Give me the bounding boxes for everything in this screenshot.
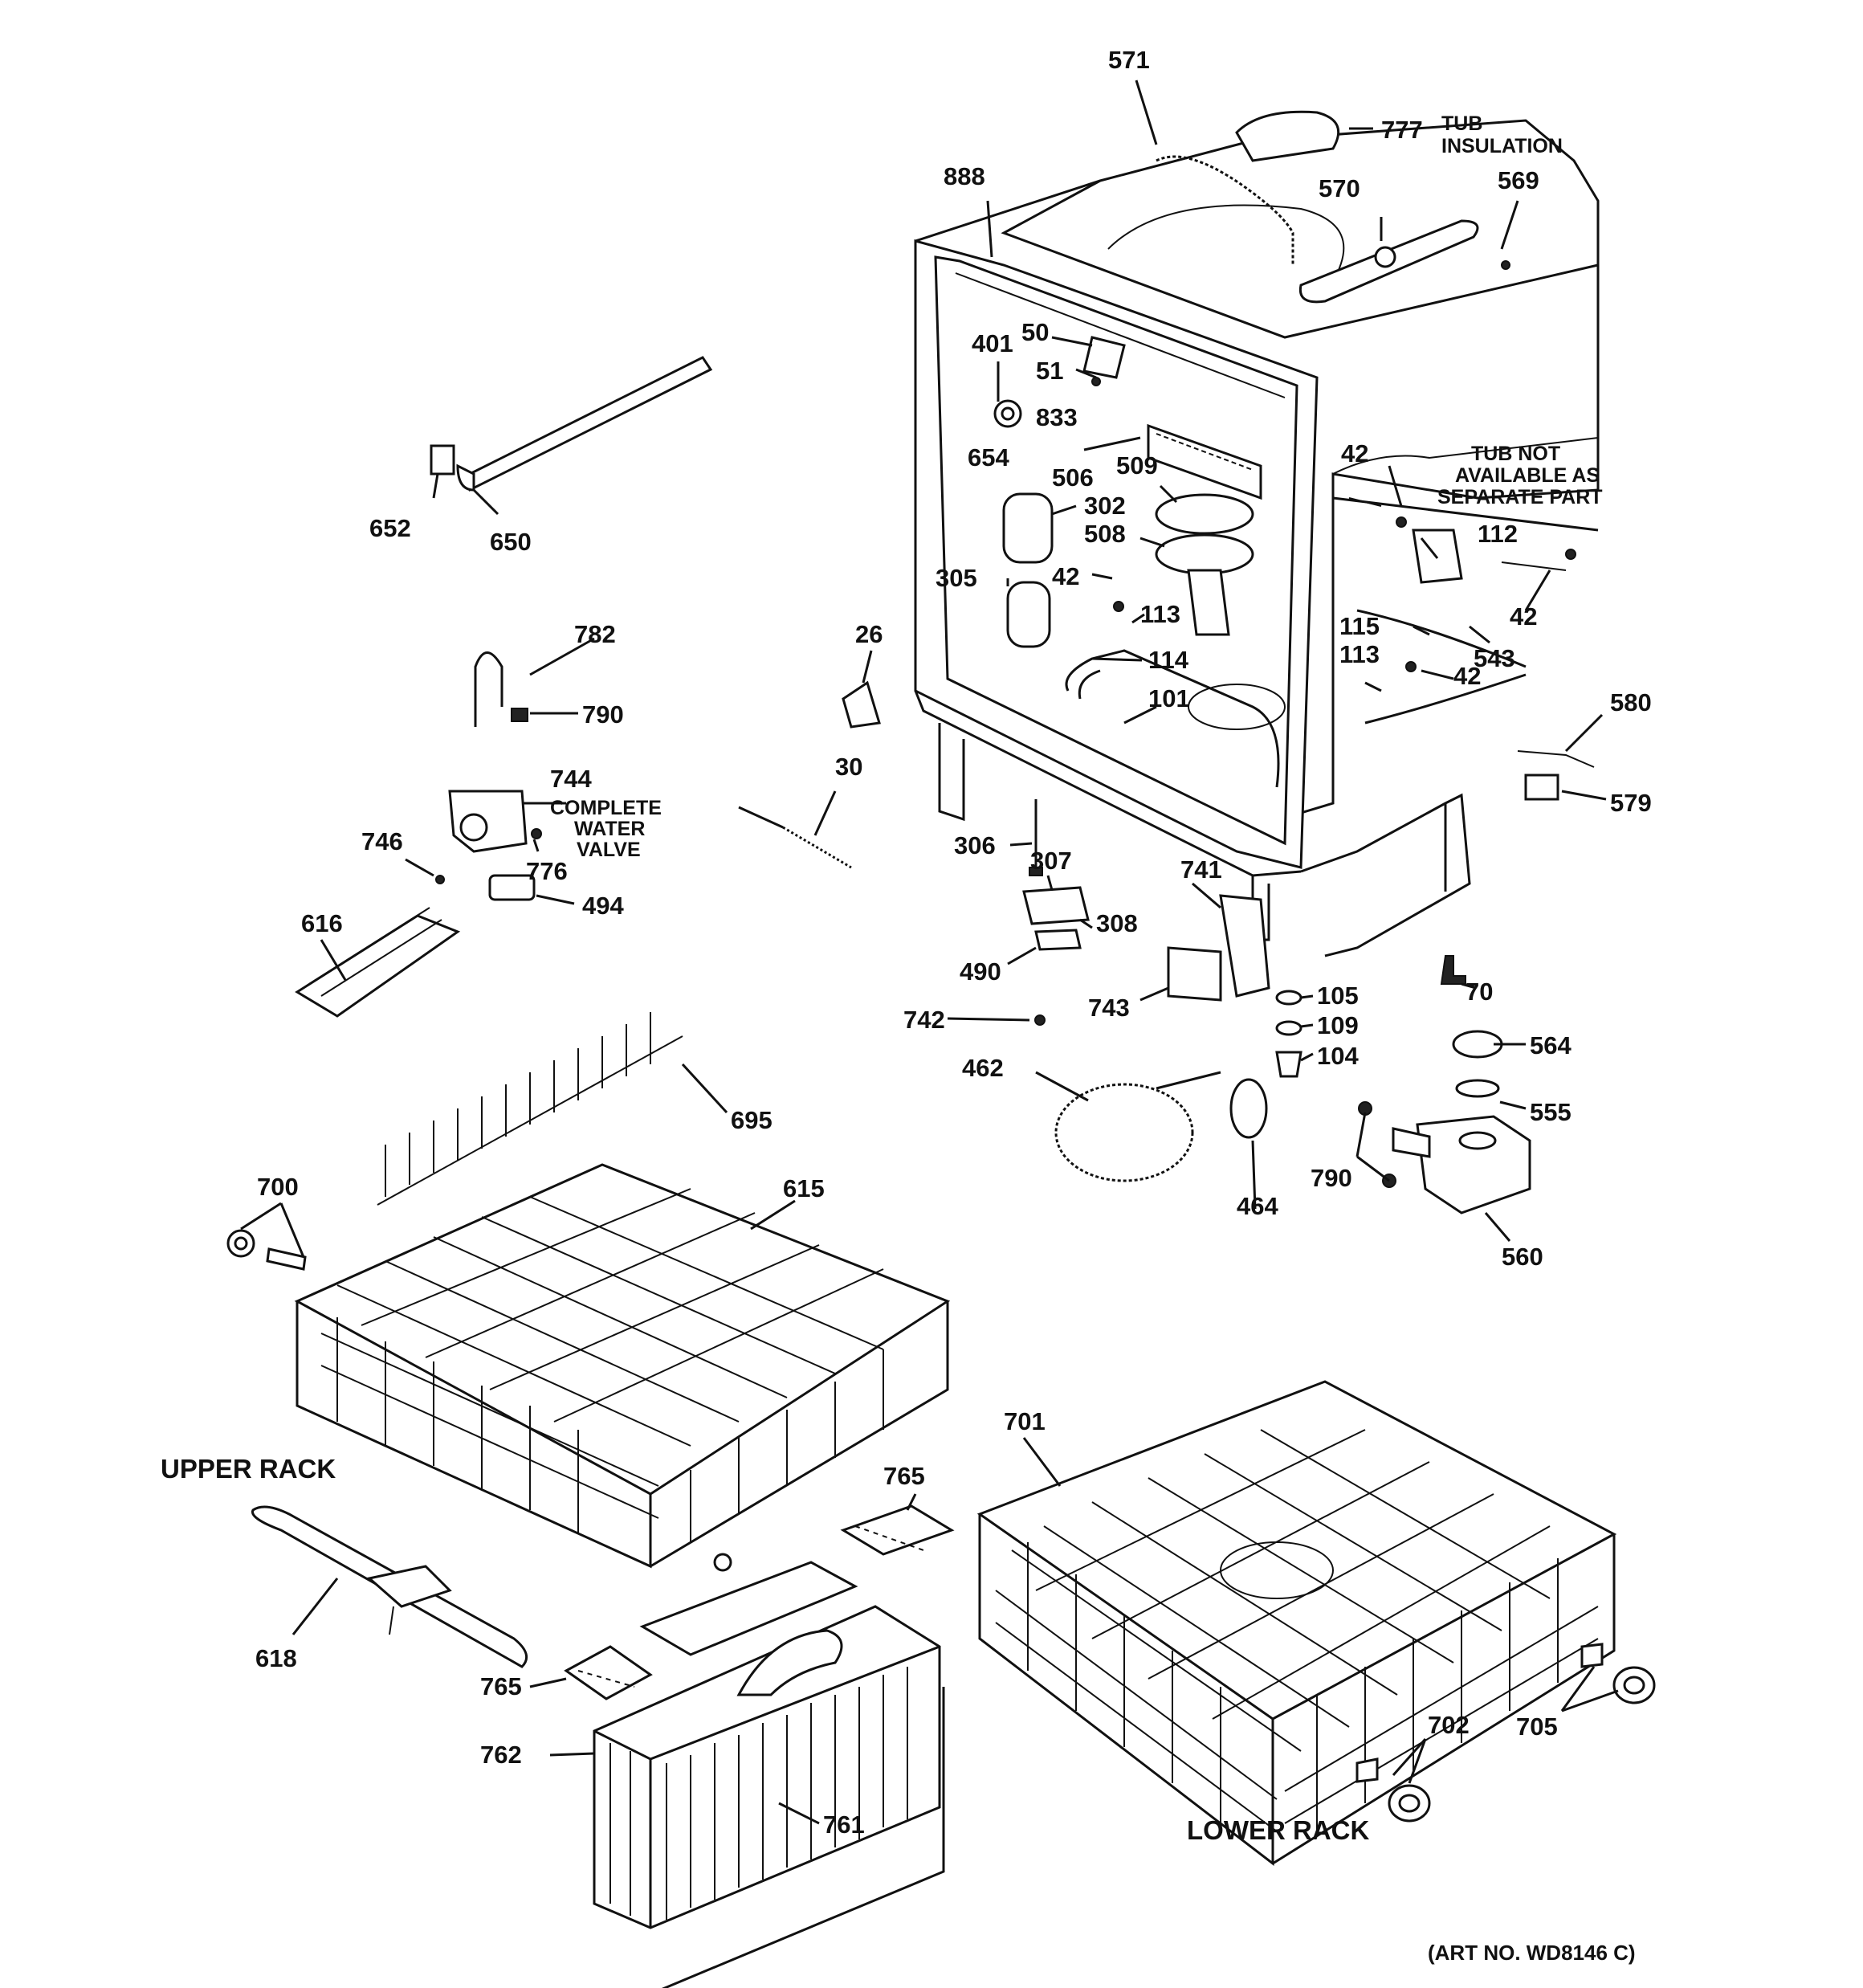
label-746: 746 <box>361 827 403 855</box>
label-743: 743 <box>1088 994 1130 1022</box>
label-615: 615 <box>783 1174 825 1202</box>
lower-rack-label: LOWER RACK <box>1187 1815 1369 1845</box>
tub-note-line1: TUB NOT <box>1471 443 1560 465</box>
label-305: 305 <box>936 564 977 592</box>
label-701: 701 <box>1004 1407 1046 1435</box>
label-782: 782 <box>574 620 616 648</box>
valve-label-line3: VALVE <box>577 839 641 861</box>
label-695: 695 <box>731 1106 773 1134</box>
label-570: 570 <box>1319 174 1360 202</box>
label-401: 401 <box>972 329 1013 357</box>
label-888: 888 <box>944 162 985 190</box>
label-104: 104 <box>1317 1042 1359 1070</box>
art-number: (ART NO. WD8146 C) <box>1428 1941 1636 1965</box>
tub-assembly <box>842 110 1600 957</box>
label-765-a: 765 <box>883 1462 925 1490</box>
label-506: 506 <box>1052 463 1094 492</box>
valve-label-line2: WATER <box>574 818 645 840</box>
label-308: 308 <box>1096 909 1138 937</box>
label-560: 560 <box>1502 1243 1543 1271</box>
tub-insulation-label-line1: TUB <box>1441 112 1482 135</box>
label-42-c: 42 <box>1510 602 1537 631</box>
tub-insulation-label-line2: INSULATION <box>1441 135 1563 157</box>
label-26: 26 <box>855 620 883 648</box>
part-labels: 571 777 TUB INSULATION 888 570 569 401 5… <box>161 46 1652 1965</box>
label-42-d: 42 <box>1453 662 1481 690</box>
label-555: 555 <box>1530 1098 1572 1126</box>
label-307: 307 <box>1030 847 1072 875</box>
lower-rack <box>976 1380 1656 1867</box>
label-564: 564 <box>1530 1031 1572 1059</box>
label-650: 650 <box>490 528 532 556</box>
upper-rack <box>226 1012 951 1569</box>
label-42-b: 42 <box>1341 439 1368 467</box>
label-700: 700 <box>257 1173 299 1201</box>
label-765-b: 765 <box>480 1672 522 1700</box>
label-761: 761 <box>823 1810 865 1839</box>
label-790-a: 790 <box>582 700 624 729</box>
label-571: 571 <box>1108 46 1150 74</box>
label-70: 70 <box>1466 978 1493 1006</box>
tub-note-line2: AVAILABLE AS <box>1455 464 1600 487</box>
label-543: 543 <box>1474 644 1515 672</box>
label-569: 569 <box>1498 166 1539 194</box>
label-494: 494 <box>582 892 624 920</box>
label-51: 51 <box>1036 357 1063 385</box>
label-42-a: 42 <box>1052 562 1079 590</box>
label-776: 776 <box>526 857 568 885</box>
label-113-b: 113 <box>1339 640 1380 668</box>
label-508: 508 <box>1084 520 1126 548</box>
center-parts <box>1022 799 1531 1214</box>
upper-rack-label: UPPER RACK <box>161 1454 336 1484</box>
label-115: 115 <box>1339 612 1380 640</box>
label-616: 616 <box>301 909 343 937</box>
left-parts <box>295 356 852 1018</box>
label-50: 50 <box>1021 318 1049 346</box>
label-101: 101 <box>1148 684 1190 712</box>
label-490: 490 <box>960 957 1001 986</box>
label-306: 306 <box>954 831 996 859</box>
label-105: 105 <box>1317 982 1359 1010</box>
label-112: 112 <box>1478 520 1518 548</box>
label-833: 833 <box>1036 403 1078 431</box>
label-464: 464 <box>1237 1192 1278 1220</box>
label-462: 462 <box>962 1054 1004 1082</box>
label-702: 702 <box>1428 1711 1470 1739</box>
label-741: 741 <box>1180 855 1222 884</box>
label-113-a: 113 <box>1140 600 1180 628</box>
label-790-b: 790 <box>1311 1164 1352 1192</box>
label-652: 652 <box>369 514 411 542</box>
label-579: 579 <box>1610 789 1652 817</box>
label-705: 705 <box>1516 1712 1558 1741</box>
leader-lines <box>240 80 1619 1825</box>
label-618: 618 <box>255 1644 297 1672</box>
label-114: 114 <box>1148 646 1189 674</box>
label-742: 742 <box>903 1006 945 1034</box>
valve-label-line1: COMPLETE <box>550 797 662 819</box>
label-654: 654 <box>968 443 1009 471</box>
basket-parts <box>251 1504 955 1988</box>
label-30: 30 <box>835 753 862 781</box>
label-744: 744 <box>550 765 592 793</box>
label-777: 777 <box>1381 116 1423 144</box>
tub-note-line3: SEPARATE PART <box>1437 486 1603 508</box>
label-580: 580 <box>1610 688 1652 716</box>
label-509: 509 <box>1116 451 1158 480</box>
label-109: 109 <box>1317 1011 1359 1039</box>
label-302: 302 <box>1084 492 1126 520</box>
label-762: 762 <box>480 1741 522 1769</box>
